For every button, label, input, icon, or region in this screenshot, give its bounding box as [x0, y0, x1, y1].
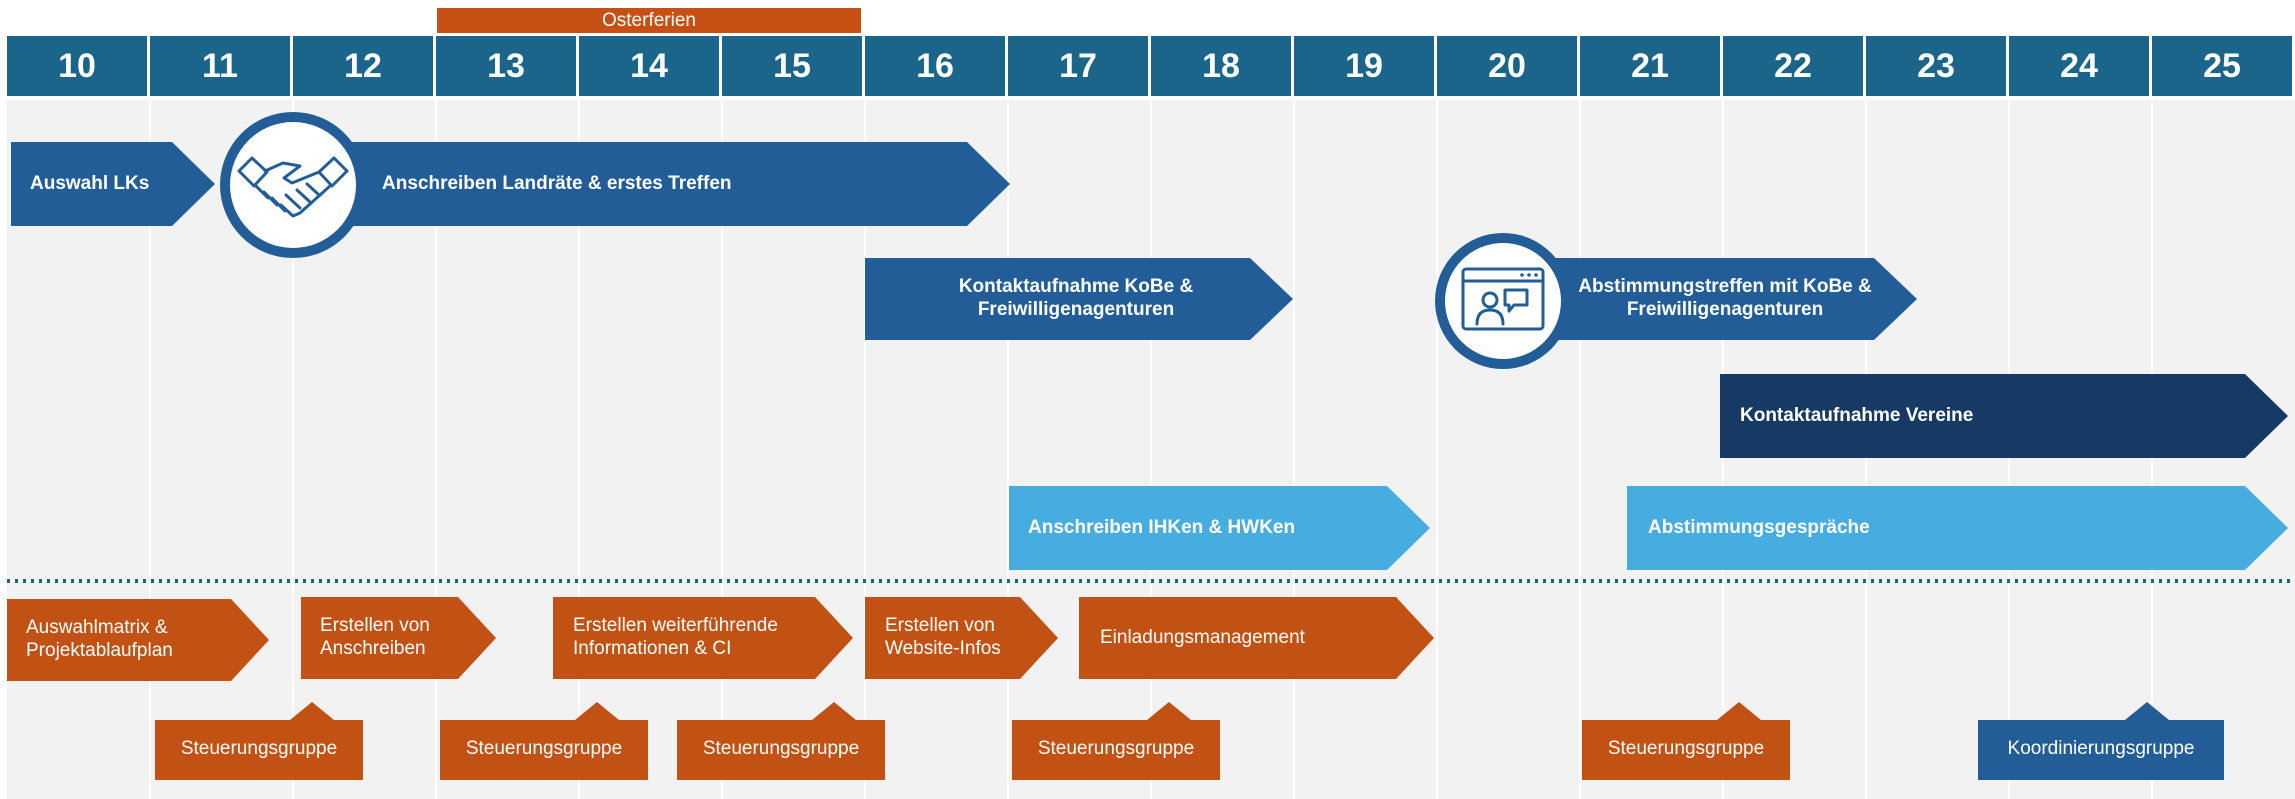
arrow-erstellen-informationen	[553, 597, 853, 679]
week-cell-23	[1866, 36, 2006, 96]
meeting-koordinierungsgruppe	[1978, 702, 2224, 780]
week-cell-12	[293, 36, 433, 96]
handshake-icon	[220, 112, 366, 258]
week-cell-21	[1580, 36, 1720, 96]
meeting-label-koordinierungsgruppe: Koordinierungsgruppe	[2007, 737, 2195, 759]
task-label-erstellen-website-text: Erstellen von Website-Infos	[885, 615, 1001, 659]
week-number-11: 11	[202, 46, 238, 85]
meeting-label-steuerungsgruppe-4: Steuerungsgruppe	[1037, 737, 1195, 759]
meeting-label-steuerungsgruppe-5: Steuerungsgruppe	[1607, 737, 1765, 759]
meeting-label-steuerungsgruppe-2: Steuerungsgruppe	[465, 737, 623, 759]
week-number-14: 14	[630, 46, 668, 85]
week-cell-11	[150, 36, 290, 96]
task-label-erstellen-anschreiben: Erstellen von Anschreiben	[320, 597, 470, 679]
task-label-abstimmungsgespraeche: Abstimmungsgespräche	[1648, 516, 1870, 538]
meeting-steuerungsgruppe-1	[155, 702, 363, 780]
meeting-label-steuerungsgruppe-3: Steuerungsgruppe	[702, 737, 860, 759]
week-number-20: 20	[1488, 46, 1526, 85]
week-cell-17	[1008, 36, 1148, 96]
week-number-12: 12	[344, 46, 382, 85]
task-label-auswahlmatrix: Auswahlmatrix & Projektablaufplan	[26, 599, 226, 681]
task-label-erstellen-informationen-text: Erstellen weiterführende Informationen &…	[573, 615, 778, 659]
week-cell-14	[579, 36, 719, 96]
week-cell-22	[1723, 36, 1863, 96]
arrow-auswahl-lks	[11, 142, 215, 226]
meeting-steuerungsgruppe-4	[1012, 702, 1220, 780]
week-number-22: 22	[1774, 46, 1812, 85]
task-label-anschreiben-ihken: Anschreiben IHKen & HWKen	[1028, 516, 1296, 538]
task-label-anschreiben-landraete: Anschreiben Landräte & erstes Treffen	[382, 172, 732, 194]
task-label-erstellen-anschreiben-text: Erstellen von Anschreiben	[320, 615, 430, 659]
arrow-abstimmungstreffen	[1512, 258, 1917, 340]
week-cell-24	[2009, 36, 2149, 96]
week-number-13: 13	[487, 46, 525, 85]
task-label-erstellen-informationen: Erstellen weiterführende Informationen &…	[573, 597, 813, 679]
task-label-kontaktaufnahme-kobe-text: Kontaktaufnahme KoBe & Freiwilligenagent…	[958, 276, 1194, 320]
task-label-abstimmungstreffen-text: Abstimmungstreffen mit KoBe & Freiwillig…	[1578, 276, 1872, 320]
arrow-erstellen-website	[865, 597, 1058, 679]
task-label-einladungsmanagement: Einladungsmanagement	[1100, 626, 1305, 648]
week-cell-18	[1151, 36, 1291, 96]
arrow-kontaktaufnahme-kobe	[865, 258, 1293, 340]
week-number-25: 25	[2203, 46, 2241, 85]
task-label-auswahl-lks: Auswahl LKs	[30, 172, 150, 194]
arrow-erstellen-anschreiben	[301, 597, 496, 679]
task-label-kontaktaufnahme-kobe: Kontaktaufnahme KoBe & Freiwilligenagent…	[866, 258, 1286, 340]
arrow-anschreiben-landraete	[300, 142, 1010, 226]
week-cell-16	[865, 36, 1005, 96]
arrow-abstimmungsgespraeche	[1627, 486, 2288, 570]
week-number-21: 21	[1631, 46, 1669, 85]
week-number-17: 17	[1059, 46, 1097, 85]
task-label-kontaktaufnahme-vereine: Kontaktaufnahme Vereine	[1740, 404, 1974, 426]
arrow-einladungsmanagement	[1079, 597, 1434, 679]
meeting-steuerungsgruppe-2	[440, 702, 648, 780]
task-label-auswahlmatrix-text: Auswahlmatrix & Projektablaufplan	[26, 617, 173, 661]
week-cell-13	[436, 36, 576, 96]
week-cell-10	[7, 36, 147, 96]
meeting-steuerungsgruppe-5	[1582, 702, 1790, 780]
week-cell-25	[2152, 36, 2292, 96]
week-number-15: 15	[773, 46, 811, 85]
week-number-18: 18	[1202, 46, 1240, 85]
week-number-19: 19	[1345, 46, 1383, 85]
week-cell-20	[1437, 36, 1577, 96]
week-cell-15	[722, 36, 862, 96]
week-number-10: 10	[58, 46, 96, 85]
arrow-anschreiben-ihken	[1009, 486, 1430, 570]
video-call-icon	[1435, 233, 1571, 369]
holiday-bar: Osterferien	[437, 8, 861, 33]
task-label-abstimmungstreffen: Abstimmungstreffen mit KoBe & Freiwillig…	[1570, 258, 1880, 340]
week-number-23: 23	[1917, 46, 1955, 85]
arrow-kontaktaufnahme-vereine	[1720, 374, 2288, 458]
week-number-16: 16	[916, 46, 954, 85]
meeting-steuerungsgruppe-3	[677, 702, 885, 780]
week-cell-19	[1294, 36, 1434, 96]
arrow-auswahlmatrix	[7, 599, 269, 681]
task-label-erstellen-website: Erstellen von Website-Infos	[885, 597, 1025, 679]
meeting-label-steuerungsgruppe-1: Steuerungsgruppe	[180, 737, 338, 759]
week-number-24: 24	[2060, 46, 2098, 85]
